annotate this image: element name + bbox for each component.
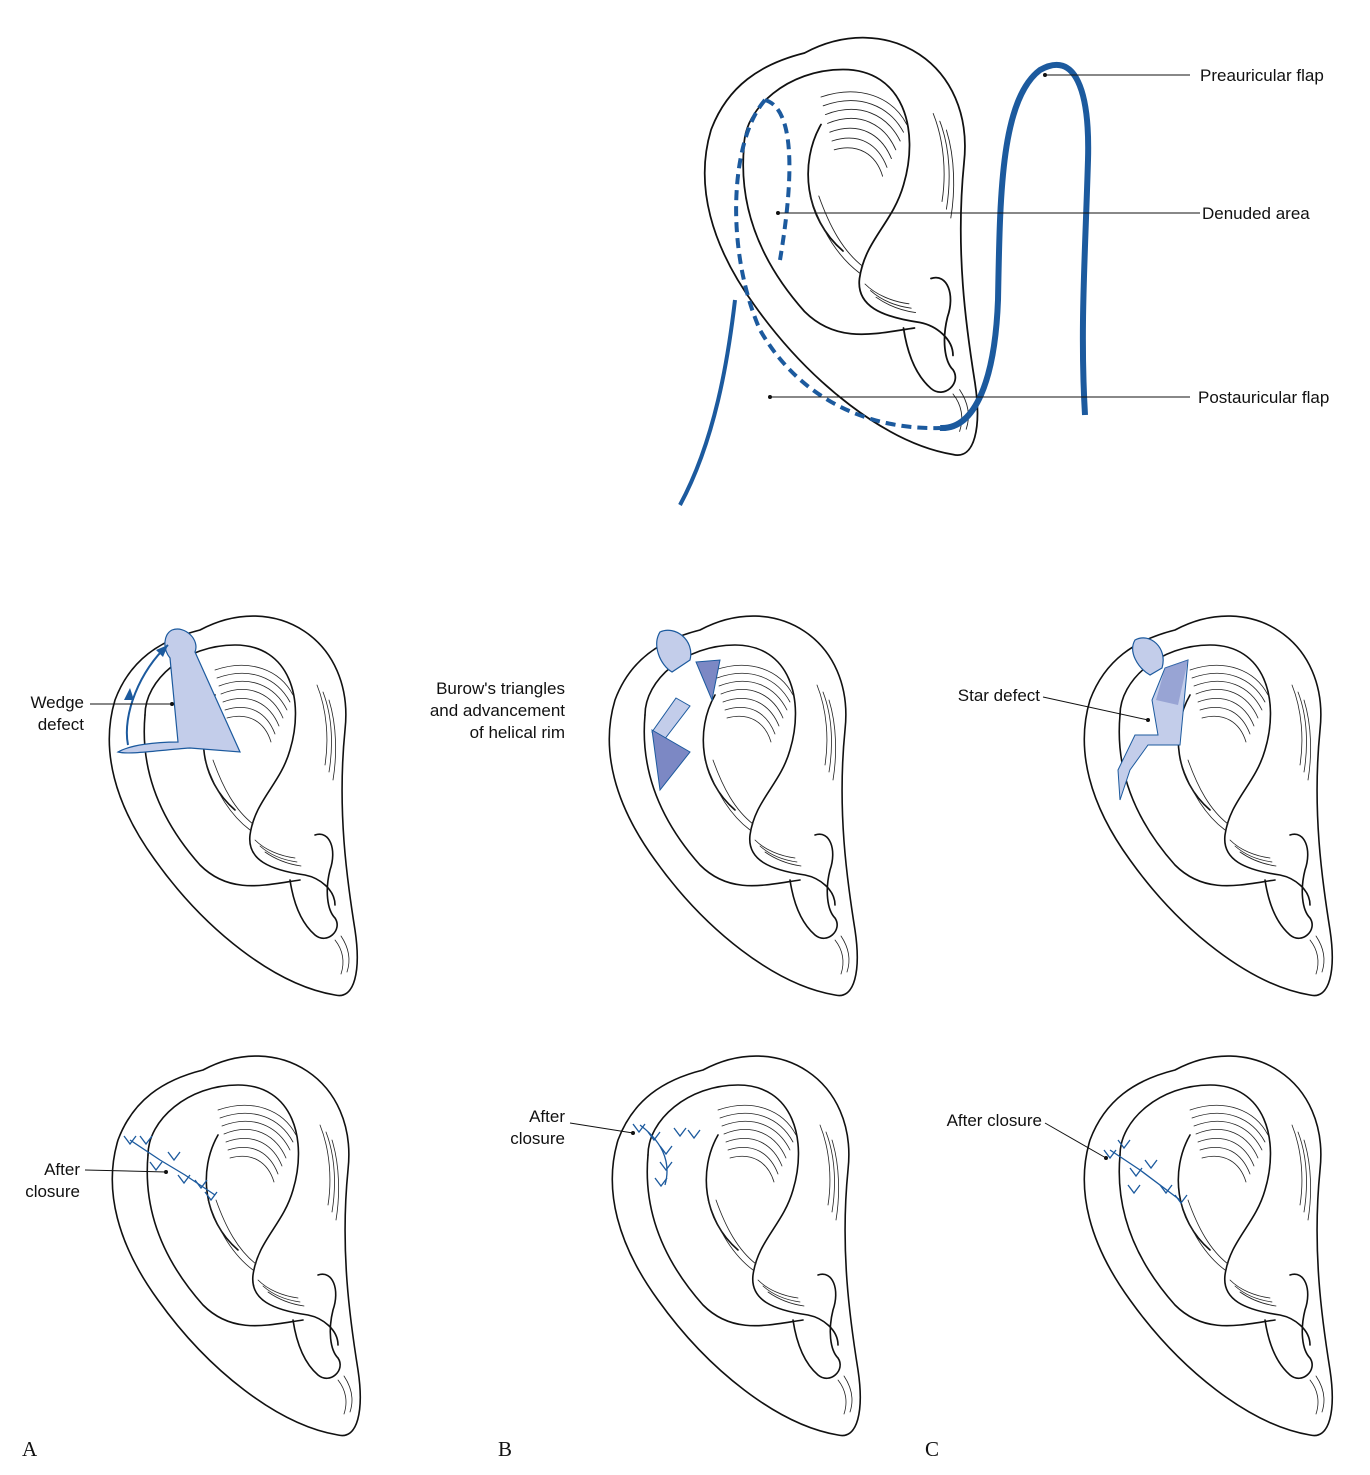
label-burow-1: Burow's triangles: [436, 679, 565, 698]
label-burow-2: and advancement: [430, 701, 565, 720]
label-star-defect: Star defect: [958, 686, 1040, 705]
panel-letter-c: C: [925, 1437, 939, 1461]
label-burow-3: of helical rim: [470, 723, 565, 742]
label-after-closure-a-2: closure: [25, 1182, 80, 1201]
label-preauricular-flap: Preauricular flap: [1200, 66, 1324, 85]
leader-dot: [164, 1170, 168, 1174]
leader-dot: [1146, 718, 1150, 722]
leader-dot: [776, 211, 780, 215]
panel-b-closure-ear: [612, 1056, 860, 1435]
panel-b-defect-ear: [609, 616, 857, 995]
postauricular-incision: [680, 300, 735, 505]
label-wedge-2: defect: [38, 715, 85, 734]
top-figure: Preauricular flap Denuded area Postauric…: [680, 38, 1329, 505]
sutures-b: [633, 1124, 700, 1186]
panel-letter-a: A: [22, 1437, 38, 1461]
burow-triangle-upper: [696, 660, 720, 700]
leader-after-closure-c: [1045, 1123, 1106, 1158]
top-ear: [705, 38, 978, 455]
panel-c-closure-ear: [1084, 1056, 1332, 1435]
helical-rim-flap: [657, 630, 691, 672]
arrowhead: [124, 688, 134, 700]
leader-dot: [1043, 73, 1047, 77]
label-after-closure-b-2: closure: [510, 1129, 565, 1148]
panel-c-defect-ear: [1084, 616, 1332, 995]
label-after-closure-c: After closure: [947, 1111, 1042, 1130]
leader-dot: [768, 395, 772, 399]
burow-triangle-lower: [652, 730, 690, 790]
leader-star: [1043, 697, 1148, 720]
leader-dot: [170, 702, 174, 706]
label-wedge-1: Wedge: [30, 693, 84, 712]
leader-after-closure-a: [85, 1170, 166, 1172]
panel-c: Star defect After closure C: [925, 616, 1332, 1461]
denuded-outline-inner: [765, 100, 789, 260]
sutures-a: [124, 1136, 217, 1200]
label-after-closure-b-1: After: [529, 1107, 565, 1126]
panel-b: Burow's triangles and advancement of hel…: [430, 616, 860, 1461]
panel-a-defect-ear: [109, 616, 357, 995]
panel-a-closure-ear: [112, 1056, 360, 1435]
leader-dot: [1104, 1156, 1108, 1160]
panel-letter-b: B: [498, 1437, 512, 1461]
rotation-arrow: [127, 645, 168, 745]
leader-dot: [631, 1131, 635, 1135]
label-postauricular-flap: Postauricular flap: [1198, 388, 1329, 407]
label-after-closure-a-1: After: [44, 1160, 80, 1179]
panel-a: Wedge defect After closure A: [22, 616, 360, 1461]
label-denuded-area: Denuded area: [1202, 204, 1310, 223]
sutures-c: [1104, 1140, 1187, 1203]
star-flap: [1133, 638, 1163, 675]
